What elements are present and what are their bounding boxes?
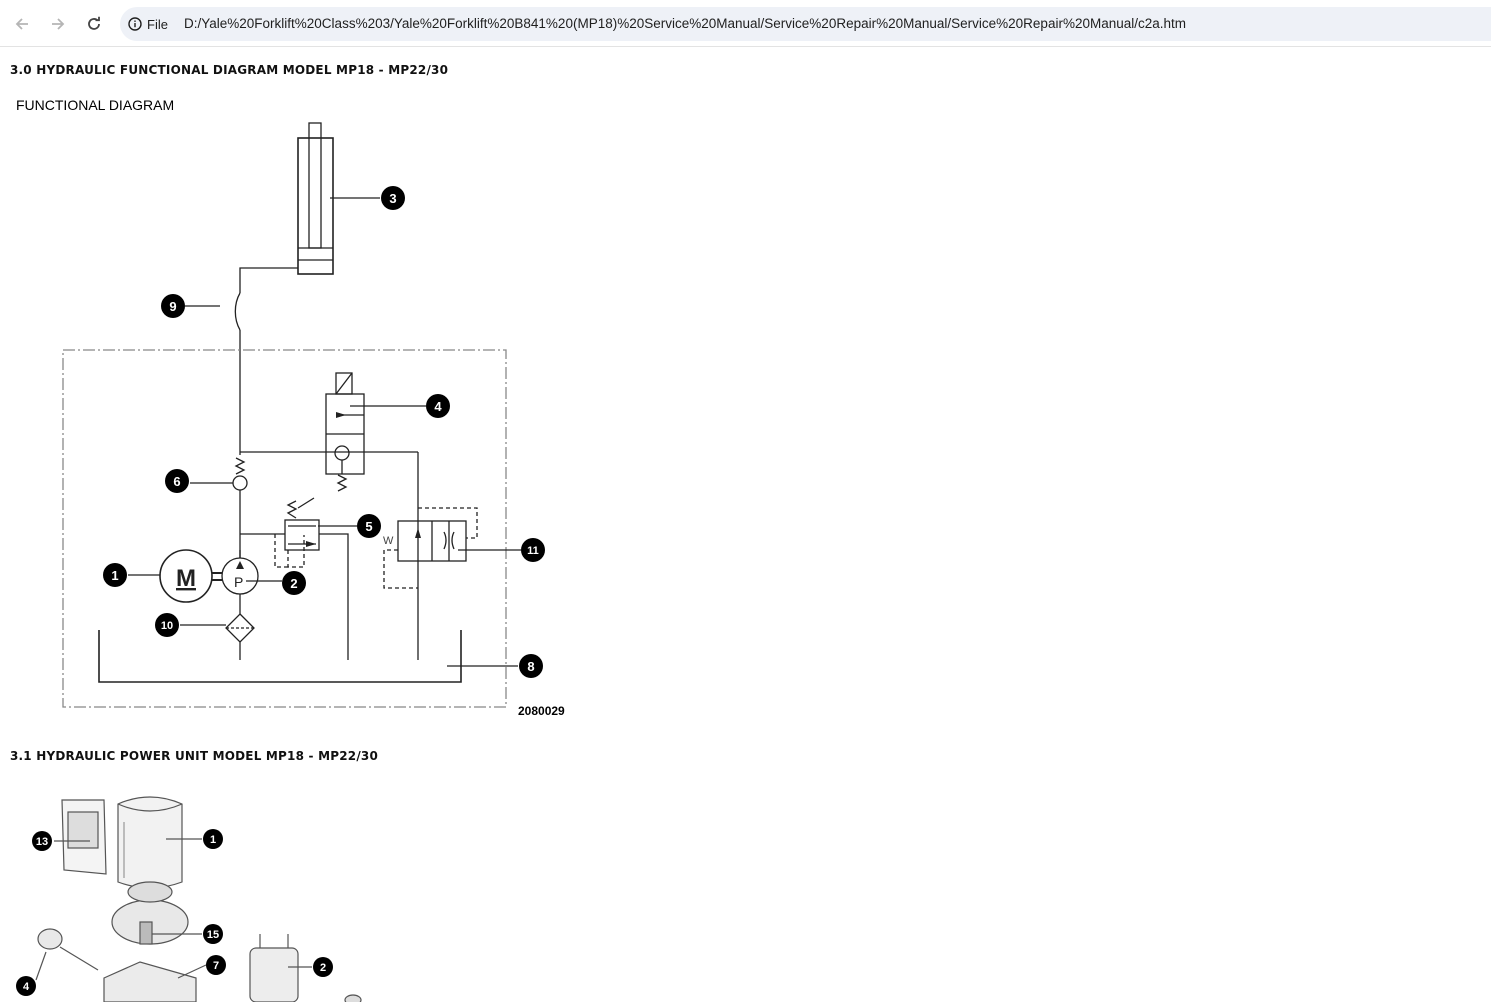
svg-text:6: 6	[173, 474, 180, 489]
forward-button[interactable]	[45, 11, 71, 37]
callout-10: 10	[155, 613, 179, 637]
figure-code: 2080029	[518, 704, 565, 718]
svg-text:3: 3	[389, 191, 396, 206]
valve-spring-label: W	[383, 535, 394, 547]
callout-3: 3	[381, 186, 405, 210]
svg-text:13: 13	[36, 836, 48, 848]
back-arrow-icon	[15, 18, 28, 30]
svg-text:2: 2	[320, 962, 326, 974]
reload-icon	[88, 16, 100, 30]
oil-tank	[98, 630, 462, 683]
site-info-chip[interactable]: File	[128, 12, 176, 36]
valve-block	[103, 961, 197, 1002]
back-button[interactable]	[9, 11, 35, 37]
callout-4: 4	[16, 976, 36, 996]
callout-13: 13	[32, 831, 52, 851]
callout-7: 7	[206, 955, 226, 975]
svg-text:8: 8	[527, 659, 534, 674]
section-heading-hydraulic-functional-diagram: 3.0 HYDRAULIC FUNCTIONAL DIAGRAM MODEL M…	[10, 63, 449, 77]
power-unit-boundary	[62, 349, 507, 708]
svg-text:4: 4	[434, 399, 442, 414]
callout-8: 8	[519, 654, 543, 678]
forward-arrow-icon	[52, 18, 65, 30]
callout-1: 1	[103, 563, 127, 587]
diagram-title: FUNCTIONAL DIAGRAM	[16, 97, 175, 113]
svg-text:1: 1	[111, 568, 118, 583]
check-valve	[232, 475, 248, 491]
url-text[interactable]: D:/Yale%20Forklift%20Class%203/Yale%20Fo…	[184, 16, 1187, 31]
svg-text:2: 2	[290, 576, 297, 591]
callout-2: 2	[313, 957, 333, 977]
svg-text:11: 11	[527, 545, 539, 557]
pump-body	[249, 947, 299, 1002]
svg-text:7: 7	[213, 960, 219, 972]
callout-2: 2	[282, 571, 306, 595]
valve-cartridge	[37, 928, 63, 950]
svg-text:1: 1	[210, 834, 216, 846]
callout-6: 6	[165, 469, 189, 493]
callout-9: 9	[161, 294, 185, 318]
callout-1: 1	[203, 829, 223, 849]
browser-toolbar: File D:/Yale%20Forklift%20Class%203/Yale…	[0, 0, 1491, 47]
motor-symbol: M	[176, 565, 196, 592]
hydraulic-functional-diagram: M P W 3 9 4 6 5 11 1 2 10 8	[62, 122, 545, 708]
hydraulic-power-unit-illustration: 13 1 15 4 7 2	[16, 796, 362, 1002]
info-icon	[128, 17, 142, 31]
site-info-label: File	[147, 16, 168, 32]
flexible-hose	[234, 292, 241, 331]
lift-cylinder-rod	[308, 122, 322, 249]
callout-15: 15	[203, 924, 223, 944]
svg-text:5: 5	[365, 519, 372, 534]
svg-text:9: 9	[169, 299, 176, 314]
relief-valve	[284, 519, 320, 551]
svg-text:4: 4	[23, 981, 30, 993]
callout-11: 11	[521, 538, 545, 562]
address-bar[interactable]: File D:/Yale%20Forklift%20Class%203/Yale…	[120, 7, 1491, 41]
callout-5: 5	[357, 514, 381, 538]
callout-4: 4	[426, 394, 450, 418]
svg-text:15: 15	[207, 929, 219, 941]
pump-symbol: P	[234, 574, 243, 590]
reload-button[interactable]	[81, 11, 107, 37]
electric-motor	[159, 549, 213, 603]
lift-cylinder-body	[297, 137, 334, 275]
svg-text:10: 10	[161, 620, 173, 632]
section-heading-hydraulic-power-unit: 3.1 HYDRAULIC POWER UNIT MODEL MP18 - MP…	[10, 749, 379, 763]
suction-filter	[225, 613, 255, 643]
